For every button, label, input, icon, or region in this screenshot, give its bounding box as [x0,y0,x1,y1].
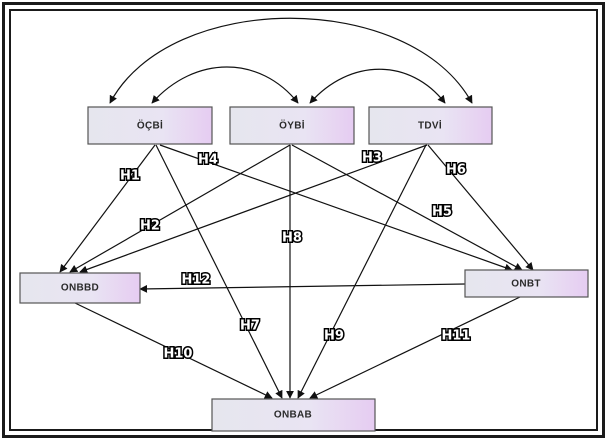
path-h11 [309,296,521,399]
label-h12: H12 [182,273,211,288]
node-tdvi-label: TDVİ [418,119,442,132]
node-tdvi: TDVİ [368,106,493,145]
nodes: ÖÇBİ ÖYBİ TDVİ ONBBD ONBT ONBAB [19,106,589,432]
correlation-arcs [109,17,473,104]
node-oybi: ÖYBİ [229,106,355,145]
label-h6: H6 [446,163,466,178]
label-h3: H3 [362,151,382,166]
path-h6 [427,144,534,271]
path-h9 [297,144,427,399]
node-onbt-label: ONBT [511,279,541,290]
path-h5 [291,144,523,271]
correlation-ocbi-tdvi [109,17,473,104]
path-h10 [74,302,273,399]
path-h7 [155,144,283,399]
node-onbbd: ONBBD [19,272,141,304]
path-h3 [79,144,428,274]
hypothesis-paths [59,144,534,399]
label-h11: H11 [442,329,471,344]
path-h1 [59,144,156,273]
node-oybi-label: ÖYBİ [279,119,305,132]
correlation-ocbi-oybi [151,66,299,104]
hypothesis-labels: H1 H2 H3 H4 H5 H6 H7 H8 H9 H10 H11 H12 [119,149,472,363]
label-h8: H8 [282,231,302,246]
label-h2: H2 [140,219,160,234]
path-h4 [159,144,513,272]
label-h7: H7 [240,319,260,334]
label-h10: H10 [164,347,193,362]
node-ocbi-label: ÖÇBİ [137,119,163,132]
node-onbt: ONBT [464,269,589,298]
label-h9: H9 [324,329,344,344]
node-ocbi: ÖÇBİ [87,106,213,145]
label-h4: H4 [198,153,218,168]
path-h2 [69,144,291,273]
outer-frame [2,2,605,438]
node-onbab-label: ONBAB [274,410,312,421]
label-h1: H1 [120,169,140,184]
path-h12 [139,283,466,293]
node-onbbd-label: ONBBD [61,283,99,294]
node-onbab: ONBAB [211,398,376,432]
label-h5: H5 [432,205,452,220]
correlation-oybi-tdvi [309,68,446,104]
